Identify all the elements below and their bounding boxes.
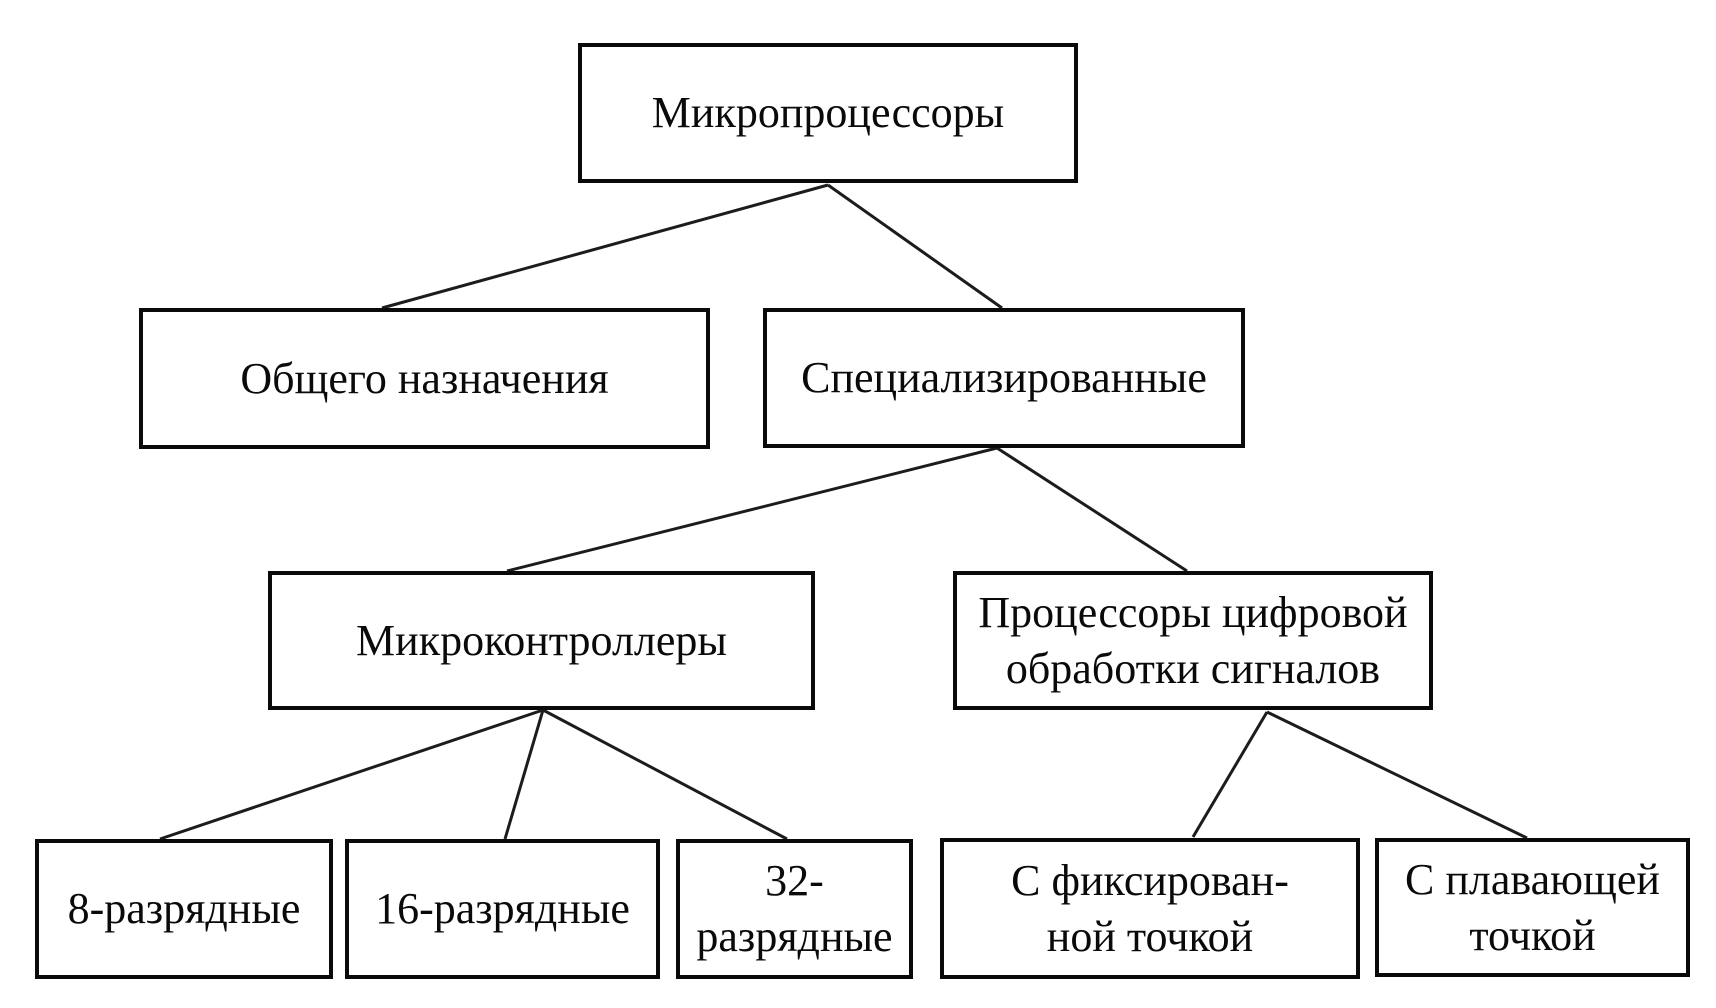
node-specialized: Специализированные (763, 308, 1245, 448)
node-dsp: Процессоры цифровой обработки сигналов (953, 571, 1433, 710)
node-microprocessors: Микропроцессоры (578, 43, 1078, 183)
connector-mcu-16bit (503, 709, 545, 840)
connector-specialized-mcu (506, 446, 998, 573)
node-32bit: 32-разрядные (676, 839, 913, 979)
node-microcontrollers: Микроконтроллеры (268, 571, 815, 710)
connector-root-specialized (827, 183, 1003, 310)
node-fixed-point: С фиксирован- ной точкой (940, 838, 1360, 979)
node-16bit: 16-разрядные (345, 839, 660, 979)
node-general-purpose: Общего назначения (139, 308, 710, 449)
connector-root-general (381, 183, 829, 310)
connector-mcu-32bit (542, 708, 788, 841)
node-floating-point: С плавающей точкой (1375, 838, 1690, 977)
connector-mcu-8bit (159, 708, 544, 841)
connector-dsp-fixed-point (1191, 711, 1269, 838)
connector-specialized-dsp (996, 446, 1188, 573)
node-8bit: 8-разрядные (35, 839, 333, 979)
connector-dsp-floating-point (1266, 710, 1528, 840)
